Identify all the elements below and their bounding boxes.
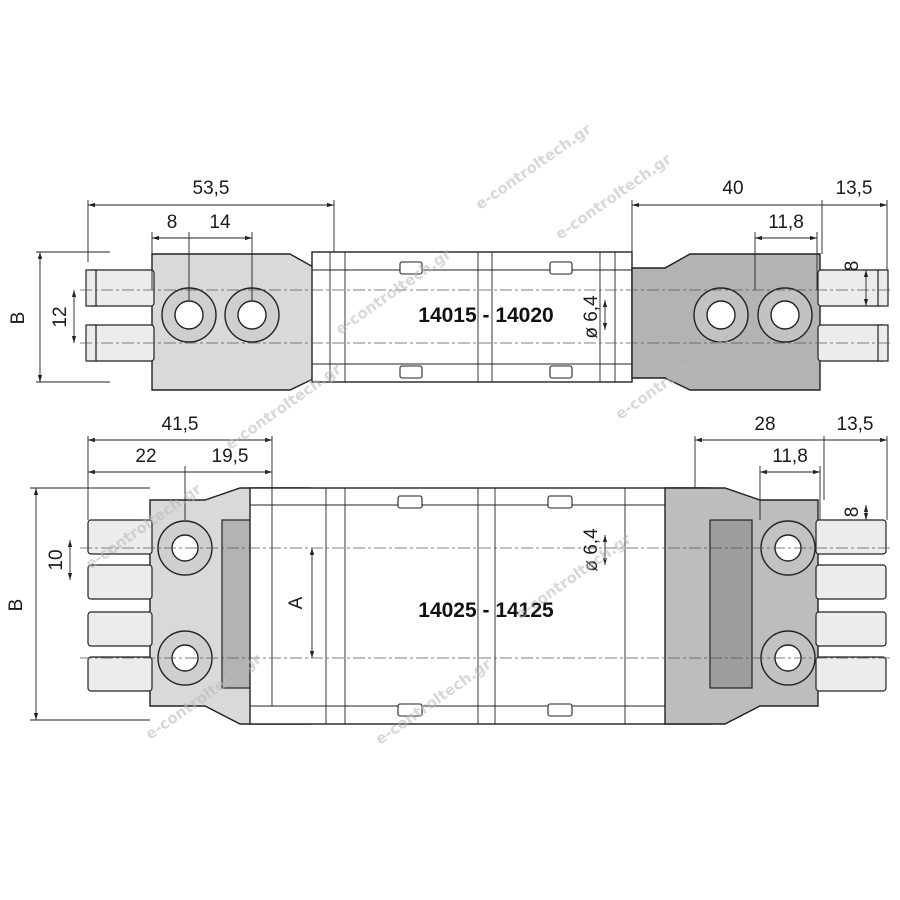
dim-10: 10 bbox=[46, 549, 67, 570]
dim-11-8-top: 11,8 bbox=[768, 212, 804, 233]
bottom-right-fingers bbox=[815, 519, 887, 692]
dim-40: 40 bbox=[722, 178, 743, 199]
bottom-dimensions bbox=[30, 436, 888, 721]
top-dimensions bbox=[36, 200, 888, 383]
bottom-chain-link-drawing: 14025 - 14125 41,5 22 19,5 28 bbox=[6, 414, 890, 725]
dim-dia-6-4-bottom: ø 6,4 bbox=[581, 528, 602, 572]
top-chain-link-drawing: 14015 - 14020 53,5 8 14 40 bbox=[8, 178, 890, 391]
dim-22: 22 bbox=[135, 446, 156, 467]
bottom-left-fingers bbox=[87, 519, 153, 692]
dim-13-5-top: 13,5 bbox=[836, 178, 873, 199]
top-part-number: 14015 - 14020 bbox=[418, 304, 553, 327]
dim-8-right-top: 8 bbox=[842, 261, 863, 272]
dim-8: 8 bbox=[167, 212, 178, 233]
top-right-fingers bbox=[817, 269, 889, 362]
top-left-holes bbox=[161, 287, 280, 343]
dim-dia-6-4-top: ø 6,4 bbox=[581, 295, 602, 339]
top-left-fingers bbox=[85, 269, 155, 362]
dim-53-5: 53,5 bbox=[193, 178, 230, 199]
watermark: e-controltech.gr bbox=[472, 120, 595, 214]
dim-a: A bbox=[286, 596, 307, 609]
bottom-part-number: 14025 - 14125 bbox=[418, 599, 554, 622]
dim-12: 12 bbox=[50, 306, 71, 327]
dim-8-right-bottom: 8 bbox=[842, 507, 863, 518]
dim-41-5: 41,5 bbox=[162, 414, 199, 435]
dim-28: 28 bbox=[754, 414, 775, 435]
dim-14: 14 bbox=[209, 212, 231, 233]
watermark: e-controltech.gr bbox=[552, 150, 675, 244]
top-right-holes bbox=[693, 287, 813, 343]
bottom-right-inner-wall bbox=[709, 519, 753, 689]
dim-13-5-bottom: 13,5 bbox=[837, 414, 874, 435]
dim-19-5: 19,5 bbox=[212, 446, 249, 467]
dim-b-top: B bbox=[8, 312, 29, 325]
dim-11-8-bottom: 11,8 bbox=[772, 446, 808, 467]
dim-b-bottom: B bbox=[6, 599, 27, 612]
